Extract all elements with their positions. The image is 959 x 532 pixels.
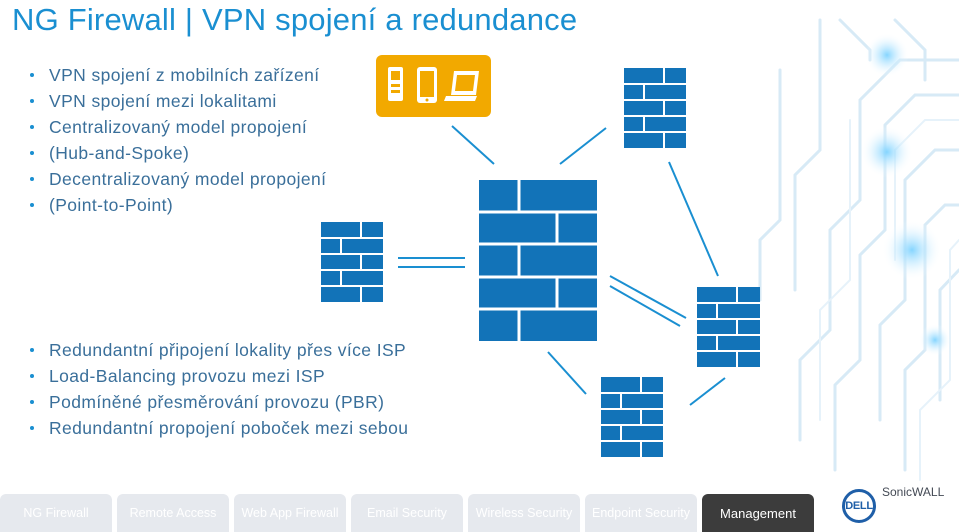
tab-remote-access[interactable]: Remote Access xyxy=(117,494,229,532)
dell-logo: DELL xyxy=(842,489,876,523)
page-title: NG Firewall | VPN spojení a redundance xyxy=(12,2,578,37)
bullet-item-continuation: (Hub-and-Spoke) xyxy=(30,140,326,166)
link-devices-hub xyxy=(451,125,495,165)
brick-wall-icon xyxy=(601,377,663,457)
bullet-continuation-text: (Hub-and-Spoke) xyxy=(49,143,190,163)
brand-name: SonicWALL xyxy=(882,485,945,499)
bullet-list-bottom: Redundantní připojení lokality přes více… xyxy=(30,337,408,441)
tab-management[interactable]: Management xyxy=(702,494,814,532)
brick-wall-icon xyxy=(479,180,597,341)
smartphone-icon xyxy=(417,67,437,103)
link-bottom-right xyxy=(689,377,726,406)
tab-ng-firewall[interactable]: NG Firewall xyxy=(0,494,112,532)
brick-wall-icon xyxy=(624,68,686,148)
link-hub-right-a xyxy=(609,275,687,319)
bullet-item: Redundantní propojení poboček mezi sebou xyxy=(30,415,408,441)
tab-email-security[interactable]: Email Security xyxy=(351,494,463,532)
tab-endpoint-security[interactable]: Endpoint Security xyxy=(585,494,697,532)
tab-web-app-firewall[interactable]: Web App Firewall xyxy=(234,494,346,532)
brick-wall-icon xyxy=(697,287,760,367)
bullet-item: Load-Balancing provozu mezi ISP xyxy=(30,363,408,389)
bullet-item: Podmíněné přesměrování provozu (PBR) xyxy=(30,389,408,415)
brick-wall-icon xyxy=(321,222,383,302)
bullet-item-continuation: (Point-to-Point) xyxy=(30,192,326,218)
bullet-item: Decentralizovaný model propojení xyxy=(30,166,326,192)
tab-wireless-security[interactable]: Wireless Security xyxy=(468,494,580,532)
bullet-list-top: VPN spojení z mobilních zařízení VPN spo… xyxy=(30,62,326,218)
connection-lines xyxy=(398,125,726,406)
link-hub-right-b xyxy=(609,285,681,327)
link-top-right-right xyxy=(668,161,719,277)
link-hub-bottom xyxy=(547,351,587,395)
bullet-item: VPN spojení mezi lokalitami xyxy=(30,88,326,114)
mobile-devices-badge xyxy=(376,55,491,117)
laptop-icon xyxy=(444,71,479,101)
bullet-item: Redundantní připojení lokality přes více… xyxy=(30,337,408,363)
footer-nav: NG Firewall Remote Access Web App Firewa… xyxy=(0,492,959,532)
bullet-item: Centralizovaný model propojení xyxy=(30,114,326,140)
bullet-item: VPN spojení z mobilních zařízení xyxy=(30,62,326,88)
bullet-continuation-text: (Point-to-Point) xyxy=(49,195,174,215)
link-hub-top-right xyxy=(559,127,607,165)
phone-icon xyxy=(388,67,403,101)
